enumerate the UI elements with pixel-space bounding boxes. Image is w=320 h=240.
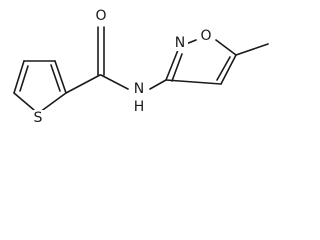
bond-c5-s: [13, 92, 35, 111]
bond-c4-c5-inner: [19, 65, 29, 92]
bond-c5-c4: [220, 54, 237, 85]
amide-hydrogen-label: H: [134, 99, 145, 115]
bond-c2-c3-inner: [50, 64, 61, 92]
bond-c3-n: [165, 49, 179, 81]
chemical-structure: O N H S O N: [13, 8, 269, 126]
bond-c2-c3: [54, 60, 67, 94]
carbonyl-oxygen-label: O: [95, 8, 106, 24]
isoxazole-oxygen-label: O: [200, 28, 211, 44]
bond-nitrogen-isoxazole: [149, 79, 167, 90]
amide-nitrogen-label: N: [134, 81, 144, 97]
amide-linker: [65, 26, 167, 94]
bond-c5-methyl: [235, 43, 269, 56]
bond-c2-carbonyl: [65, 74, 101, 94]
bond-s-c2: [39, 92, 67, 113]
isoxazole-nitrogen-label: N: [175, 35, 185, 51]
isoxazole-ring: [165, 39, 269, 85]
bond-c4-c3: [165, 79, 222, 85]
thiophene-ring: [13, 60, 67, 113]
bond-c4-c5: [13, 60, 25, 94]
bond-c3-n-double: [171, 53, 183, 82]
bond-carbonyl-nitrogen: [100, 74, 129, 90]
bond-o-c5: [215, 39, 237, 56]
thiophene-sulfur-label: S: [34, 110, 43, 126]
atom-labels: O N H S O N: [31, 8, 214, 126]
bond-c5-c4-double: [216, 56, 231, 81]
